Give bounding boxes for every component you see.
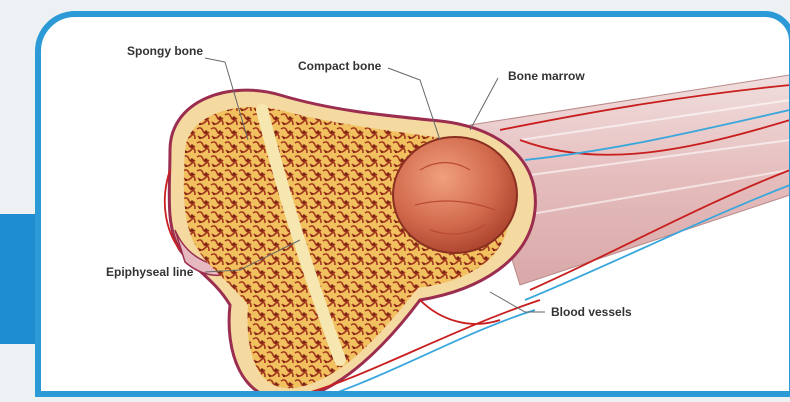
bone-diagram: Spongy bone Compact bone Bone marrow Epi… (35, 11, 790, 397)
label-blood-vessels: Blood vessels (551, 305, 632, 319)
label-spongy-bone: Spongy bone (127, 44, 203, 58)
label-bone-marrow: Bone marrow (508, 69, 585, 83)
diagram-frame: Spongy bone Compact bone Bone marrow Epi… (35, 11, 790, 397)
label-epiphyseal-line: Epiphyseal line (106, 265, 194, 279)
bone-marrow (393, 137, 517, 253)
label-compact-bone: Compact bone (298, 59, 382, 73)
